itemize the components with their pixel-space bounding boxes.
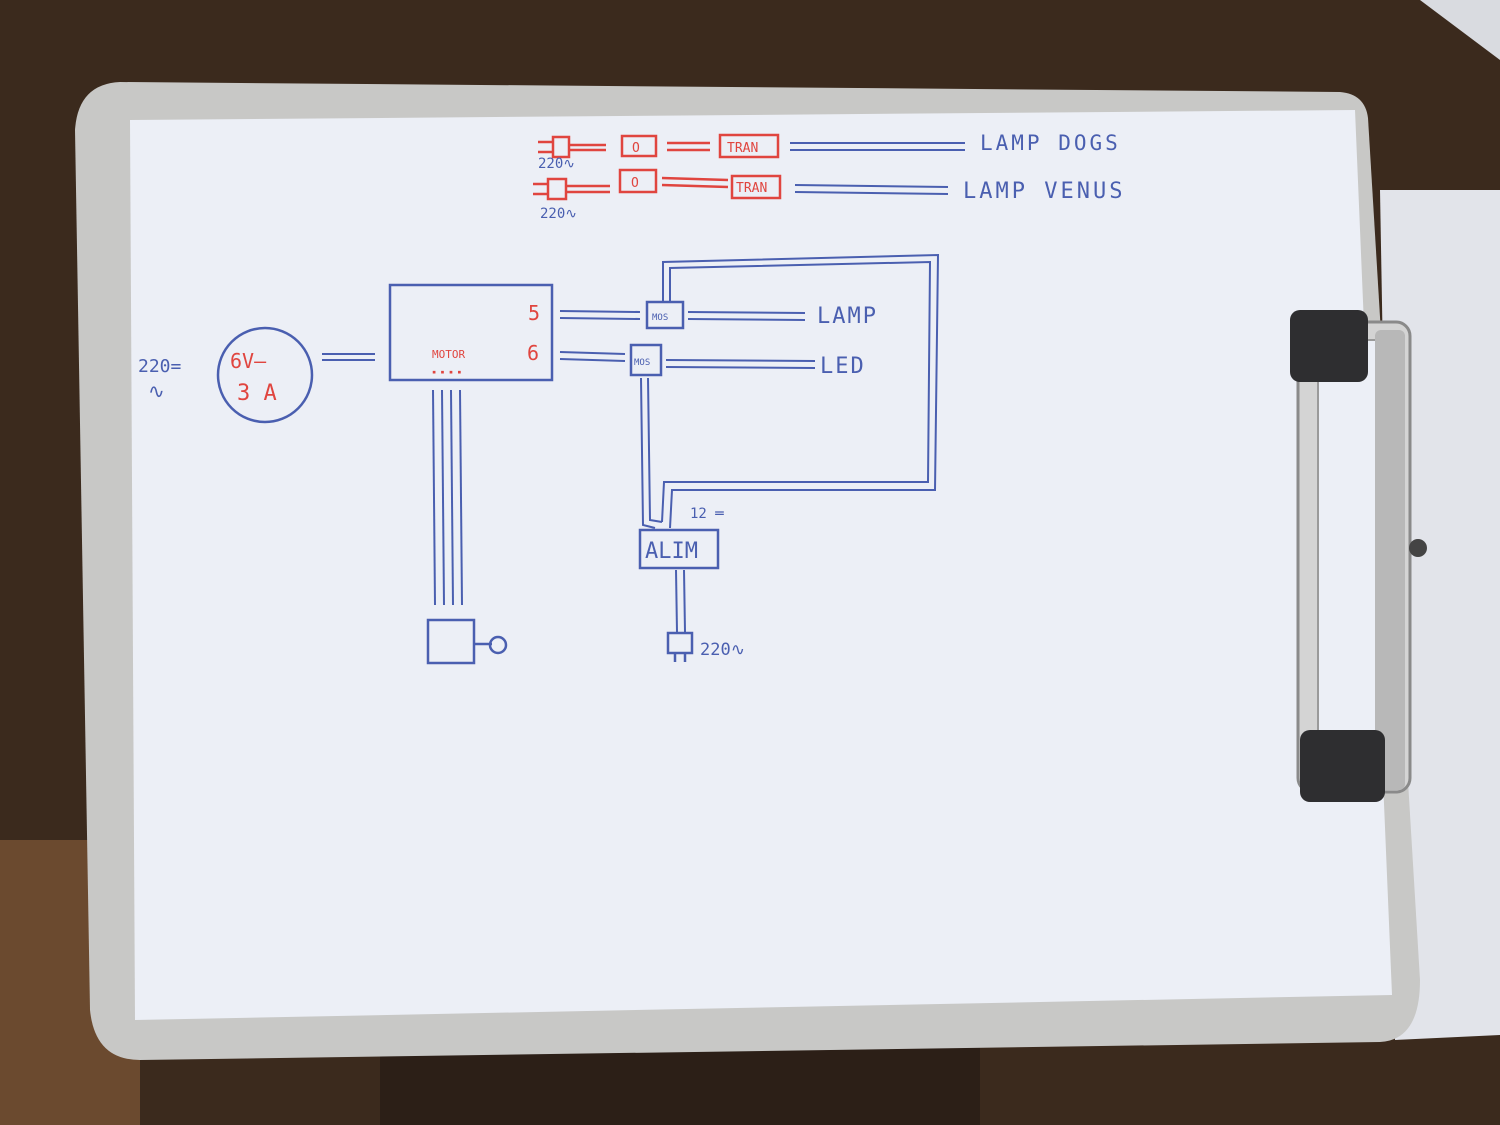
transformer-box xyxy=(730,174,782,200)
paper-sheet xyxy=(130,110,1392,1020)
controller-pins: ▪ ▪ ▪ ▪ xyxy=(432,368,462,376)
supply-voltage: 6V— xyxy=(230,349,267,373)
alim-plug-icon xyxy=(666,631,694,662)
supply-input: 220= ∿ xyxy=(138,356,182,403)
controller-board xyxy=(388,283,554,382)
motor-wires xyxy=(432,389,463,606)
top-row-voltage: 220∿ xyxy=(538,156,575,172)
mos-1-box xyxy=(645,300,685,330)
plug-icon xyxy=(538,135,606,159)
motor-shaft-icon xyxy=(488,635,508,655)
mos-1-label: MOS xyxy=(652,313,668,323)
output-label: LAMP DOGS xyxy=(980,131,1121,155)
alim-box xyxy=(638,528,720,570)
alim-label: ALIM xyxy=(645,539,698,564)
top-row-2: 220∿ O TRAN LAMP VENUS xyxy=(533,168,1125,222)
alim-input: 220∿ xyxy=(700,640,745,660)
switch-label: O xyxy=(632,141,640,156)
controller-port-5: 5 xyxy=(528,301,540,325)
hand-shadow-bottom xyxy=(380,1045,980,1125)
output-label: LAMP VENUS xyxy=(963,179,1125,204)
back-sheet-top xyxy=(1420,0,1500,60)
alim-dc-output: 12 ═ xyxy=(690,506,724,522)
mos-2-output: LED xyxy=(820,354,866,379)
metal-clip xyxy=(1290,310,1427,802)
supply-ac-symbol: ∿ xyxy=(148,379,165,403)
supply-input-label: 220= xyxy=(138,356,182,377)
supply-current: 3 A xyxy=(237,381,277,406)
mos-2-box xyxy=(629,343,663,377)
transformer-label: TRAN xyxy=(727,141,758,156)
transformer-box xyxy=(718,133,780,159)
top-row-1: 220∿ O TRAN LAMP DOGS xyxy=(538,131,1121,172)
switch-box xyxy=(620,134,658,158)
motor-box xyxy=(426,618,476,665)
switch-box xyxy=(618,168,658,194)
controller-motor-label: MOTOR xyxy=(432,348,465,361)
switch-label: O xyxy=(631,176,639,191)
transformer-label: TRAN xyxy=(736,181,767,196)
power-supply-circle xyxy=(216,326,314,424)
mos-1-output: LAMP xyxy=(817,304,878,329)
controller-port-6: 6 xyxy=(527,341,539,365)
mos-2-label: MOS xyxy=(634,358,650,368)
plug-icon xyxy=(533,177,610,201)
top-row-voltage: 220∿ xyxy=(540,206,577,222)
power-loop-wires xyxy=(640,253,940,529)
